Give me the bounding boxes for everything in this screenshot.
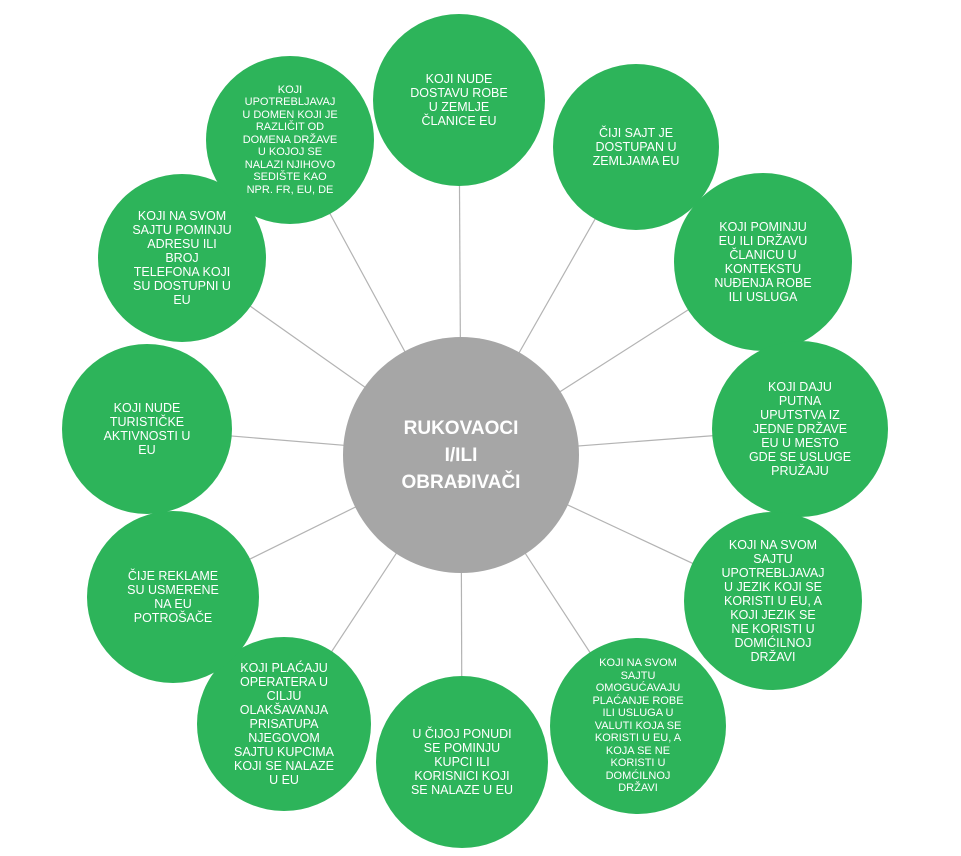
node-mention-eu: KOJI POMINJU EU ILI DRŽAVU ČLANICU U KON… bbox=[674, 173, 852, 351]
node-domain: KOJI UPOTREBLJAVAJ U DOMEN KOJI JE RAZLI… bbox=[206, 56, 374, 224]
node-operator-label: KOJI PLAĆAJU OPERATERA U CILJU OLAKŠAVAN… bbox=[233, 661, 335, 787]
node-customers: U ČIJOJ PONUDI SE POMINJU KUPCI ILI KORI… bbox=[376, 676, 548, 848]
node-currency-label: KOJI NA SVOM SAJTU OMOGUĆAVAJU PLAĆANJE … bbox=[592, 657, 684, 795]
node-directions-label: KOJI DAJU PUTNA UPUTSTVA IZ JEDNE DRŽAVE… bbox=[748, 380, 852, 478]
node-operator: KOJI PLAĆAJU OPERATERA U CILJU OLAKŠAVAN… bbox=[197, 637, 371, 811]
node-currency: KOJI NA SVOM SAJTU OMOGUĆAVAJU PLAĆANJE … bbox=[550, 638, 726, 814]
node-ads-label: ČIJE REKLAME SU USMERENE NA EU POTROŠAČE bbox=[127, 569, 219, 625]
node-tourism: KOJI NUDE TURISTIČKE AKTIVNOSTI U EU bbox=[62, 344, 232, 514]
node-tourism-label: KOJI NUDE TURISTIČKE AKTIVNOSTI U EU bbox=[103, 401, 191, 457]
node-customers-label: U ČIJOJ PONUDI SE POMINJU KUPCI ILI KORI… bbox=[410, 727, 514, 797]
node-directions: KOJI DAJU PUTNA UPUTSTVA IZ JEDNE DRŽAVE… bbox=[712, 341, 888, 517]
node-delivery-label: KOJI NUDE DOSTAVU ROBE U ZEMLJE ČLANICE … bbox=[410, 72, 508, 128]
node-ads: ČIJE REKLAME SU USMERENE NA EU POTROŠAČE bbox=[87, 511, 259, 683]
center-label: RUKOVAOCI I/ILI OBRAĐIVAČI bbox=[401, 417, 521, 493]
node-delivery: KOJI NUDE DOSTAVU ROBE U ZEMLJE ČLANICE … bbox=[373, 14, 545, 186]
node-language-label: KOJI NA SVOM SAJTU UPOTREBLJAVAJ U JEZIK… bbox=[721, 538, 825, 664]
center-node: RUKOVAOCI I/ILI OBRAĐIVAČI bbox=[343, 337, 579, 573]
node-mention-eu-label: KOJI POMINJU EU ILI DRŽAVU ČLANICU U KON… bbox=[714, 220, 812, 304]
node-site-accessible-label: ČIJI SAJT JE DOSTUPAN U ZEMLJAMA EU bbox=[592, 126, 680, 168]
node-address-phone-label: KOJI NA SVOM SAJTU POMINJU ADRESU ILI BR… bbox=[132, 209, 232, 307]
node-site-accessible: ČIJI SAJT JE DOSTUPAN U ZEMLJAMA EU bbox=[553, 64, 719, 230]
node-language: KOJI NA SVOM SAJTU UPOTREBLJAVAJ U JEZIK… bbox=[684, 512, 862, 690]
node-domain-label: KOJI UPOTREBLJAVAJ U DOMEN KOJI JE RAZLI… bbox=[242, 83, 338, 196]
